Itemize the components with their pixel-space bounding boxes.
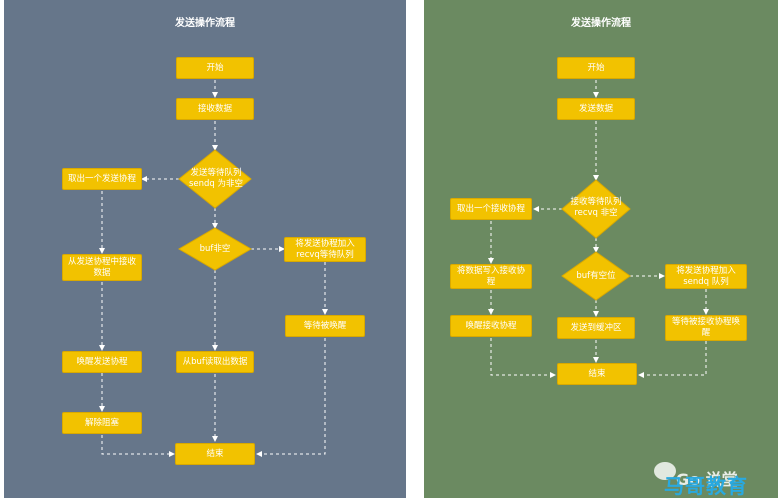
arrow-r-wait-end bbox=[638, 341, 707, 378]
wechat-icon bbox=[654, 462, 676, 480]
right-node-end: 结束 bbox=[557, 363, 637, 385]
left-node-recv-from-sender: 从发送协程中接收 数据 bbox=[62, 254, 142, 281]
left-node-unblock: 解除阻塞 bbox=[62, 412, 142, 434]
arrow-unblock-end bbox=[101, 435, 175, 457]
left-decision-queue bbox=[178, 149, 252, 209]
brand-logo: 马哥教育 bbox=[664, 474, 748, 498]
left-node-read-buf: 从buf读取出数据 bbox=[176, 351, 254, 373]
left-decision-buf bbox=[178, 227, 252, 271]
left-node-enqueue: 将发送协程加入 recvq等待队列 bbox=[284, 237, 366, 262]
left-node-take-sender: 取出一个发送协程 bbox=[62, 168, 142, 190]
left-panel-title: 发送操作流程 bbox=[175, 18, 235, 29]
right-node-wake-receiver: 唤醒接收协程 bbox=[450, 315, 532, 337]
right-decision-buf-label: buf有空位 bbox=[576, 270, 616, 281]
watermark-text: Go 说堂 bbox=[676, 470, 738, 489]
right-flow-panel: 发送操作流程 bbox=[424, 0, 778, 498]
right-panel-title: 发送操作流程 bbox=[571, 18, 631, 29]
watermark: Go 说堂 bbox=[652, 452, 772, 498]
left-decision-queue-label: 发送等待队列 sendq 为非空 bbox=[188, 168, 244, 189]
right-node-enqueue: 将发送协程加入 sendq 队列 bbox=[665, 264, 747, 289]
right-node-take-receiver: 取出一个接收协程 bbox=[450, 198, 532, 220]
left-decision-buf-label: buf非空 bbox=[199, 243, 231, 254]
left-node-end: 结束 bbox=[175, 443, 255, 465]
right-node-start: 开始 bbox=[557, 57, 635, 79]
arrow-r-wake-end bbox=[490, 338, 556, 378]
left-node-wake-sender: 唤醒发送协程 bbox=[62, 351, 142, 373]
right-node-wait: 等待被接收协程唤 醒 bbox=[665, 315, 747, 341]
left-node-start: 开始 bbox=[176, 57, 254, 79]
right-node-send: 发送数据 bbox=[557, 98, 635, 120]
left-node-wait: 等待被唤醒 bbox=[285, 315, 365, 337]
right-decision-buf bbox=[561, 251, 631, 301]
left-node-receive: 接收数据 bbox=[176, 98, 254, 120]
right-decision-queue-label: 接收等待队列 recvq 非空 bbox=[570, 197, 622, 218]
right-decision-queue bbox=[561, 179, 631, 239]
right-node-send-buf: 发送到缓冲区 bbox=[557, 317, 635, 339]
right-node-write-receiver: 将数据写入接收协 程 bbox=[450, 264, 532, 289]
arrow-wait-end bbox=[256, 338, 326, 457]
